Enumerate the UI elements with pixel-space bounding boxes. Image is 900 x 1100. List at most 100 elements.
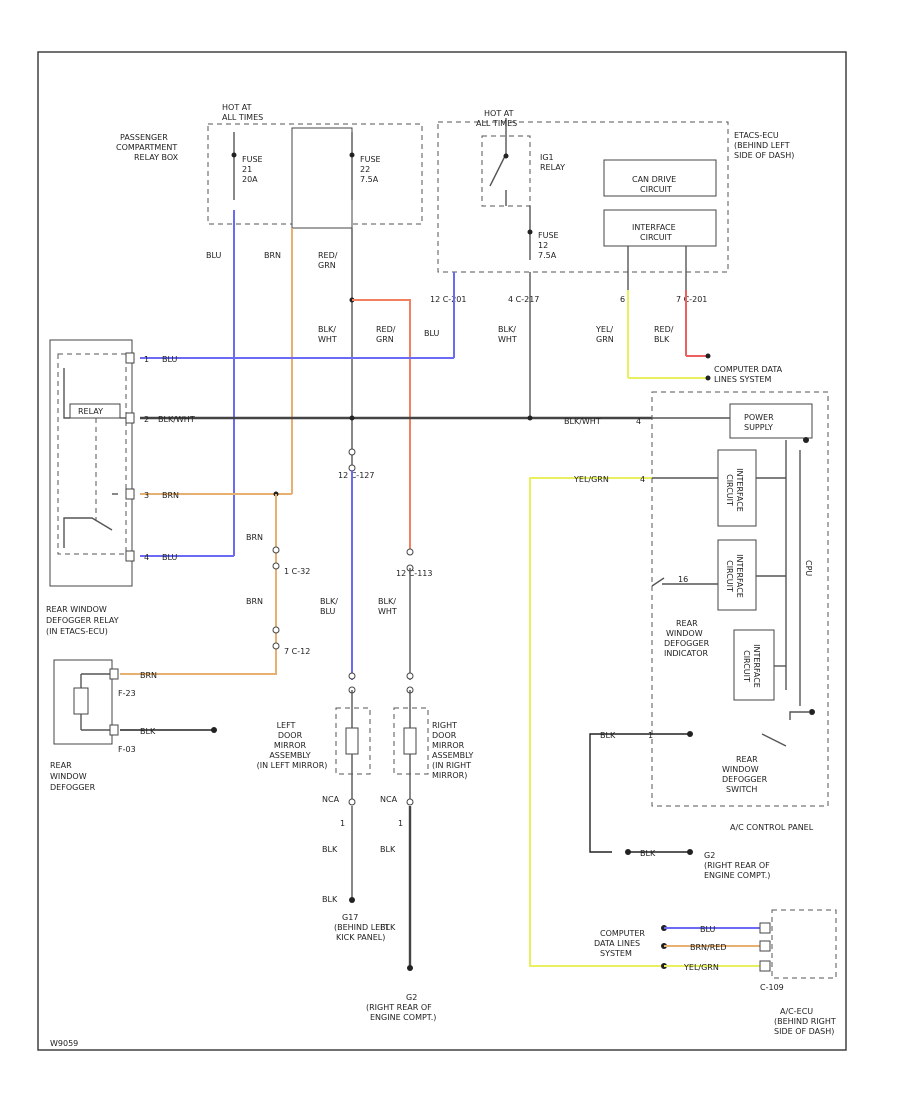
can-drive-circuit-box	[603, 159, 717, 197]
nca-left: NCA	[322, 795, 340, 804]
passenger-relay-box-outline	[207, 123, 423, 225]
blk-blu-label: BLK/BLU	[320, 597, 338, 616]
relay-wire-blu-2: BLU	[162, 553, 178, 562]
blk-label-1: BLK	[322, 845, 338, 854]
nca-right: NCA	[380, 795, 398, 804]
left-mirror-outline	[335, 707, 371, 775]
defogger-conn-f03: F-03	[118, 745, 136, 754]
cdl-label-yel-grn: YEL/GRN	[683, 963, 719, 972]
conn-c113: 12 C-113	[396, 569, 432, 578]
relay-pin-3: 3	[144, 491, 149, 500]
blk-label-2: BLK	[380, 845, 396, 854]
defogger-element	[73, 687, 89, 715]
relay-coil-label: RELAY	[78, 407, 103, 416]
interface-circuit-1: INTERFACECIRCUIT	[725, 468, 744, 512]
conn-c12: 7 C-12	[284, 647, 310, 656]
cdl-label-brn-red: BRN/RED	[690, 943, 727, 952]
wire-label-red-grn-2: RED/GRN	[376, 325, 396, 344]
defogger-wire-brn: BRN	[140, 671, 157, 680]
cpu-label: CPU	[804, 560, 813, 576]
defogger-wire-blk: BLK	[140, 727, 156, 736]
blk-wht-label-3: BLK/WHT	[378, 597, 397, 616]
wire-label-blu-1: BLU	[206, 251, 222, 260]
wire-label-yel-grn-1: YEL/GRN	[595, 325, 614, 344]
footer-code: W9059	[50, 1039, 78, 1048]
right-mirror-outline	[393, 707, 429, 775]
mirror-pin-1-right: 1	[398, 819, 403, 828]
ac-ecu-outline	[771, 909, 837, 979]
mirror-pin-1-left: 1	[340, 819, 345, 828]
relay-pin-1: 1	[144, 355, 149, 364]
diagram-frame	[37, 51, 847, 1051]
fuse-block-box	[291, 127, 353, 229]
switch-pin-1: 1	[648, 731, 653, 740]
interface-circuit-box	[603, 209, 717, 247]
relay-wire-blk-wht: BLK/WHT	[158, 415, 195, 424]
interface-circuit-3: INTERFACECIRCUIT	[742, 644, 761, 688]
brn-label-b: BRN	[246, 597, 263, 606]
right-mirror-heater	[403, 727, 417, 755]
blk-label-3: BLK	[322, 895, 338, 904]
wire-label-red-blk: RED/BLK	[654, 325, 674, 344]
ac-control-panel-label: A/C CONTROL PANEL	[730, 823, 814, 832]
conn-c127: 12 C-127	[338, 471, 374, 480]
conn-c201-a: 12 C-201	[430, 295, 466, 304]
relay-wire-blu-1: BLU	[162, 355, 178, 364]
wire-red-grn-to-right-mirror	[352, 299, 411, 552]
relay-coil	[69, 403, 121, 419]
interface-circuit-box-1	[717, 449, 757, 527]
conn-c109: C-109	[760, 983, 784, 992]
defogger-conn-f23: F-23	[118, 689, 136, 698]
conn-c217: 4 C-217	[508, 295, 539, 304]
blk-label-3b: BLK	[380, 923, 396, 932]
conn-c32: 1 C-32	[284, 567, 310, 576]
pin-4-mid: 4	[636, 417, 641, 426]
ac-control-panel-outline	[651, 391, 829, 807]
wire-brn-defogger	[120, 494, 277, 675]
wire-label-brn-1: BRN	[264, 251, 281, 260]
brn-label-a: BRN	[246, 533, 263, 542]
interface-circuit-2: INTERFACECIRCUIT	[725, 554, 744, 598]
cdl-label-blu: BLU	[700, 925, 716, 934]
conn-c201-b: 7 C-201	[676, 295, 707, 304]
ig1-relay-outline	[481, 135, 531, 207]
relay-wire-brn: BRN	[162, 491, 179, 500]
wire-label-blk-wht-2: BLK/WHT	[498, 325, 517, 344]
blk-label-5: BLK	[640, 849, 656, 858]
wire-yel-grn-long	[529, 477, 760, 967]
wire-label-blu-2: BLU	[424, 329, 440, 338]
pin-6: 6	[620, 295, 625, 304]
blk-wht-mid-label: BLK/WHT	[564, 417, 601, 426]
interface-circuit-box-2	[717, 539, 757, 611]
pin-16: 16	[678, 575, 688, 584]
blk-label-4: BLK	[600, 731, 616, 740]
relay-pin-2: 2	[144, 415, 149, 424]
wire-label-blk-wht-1: BLK/WHT	[318, 325, 337, 344]
defogger-relay-block	[49, 339, 133, 587]
interface-circuit-box-3	[733, 629, 775, 701]
yel-grn-label: YEL/GRN	[573, 475, 609, 484]
